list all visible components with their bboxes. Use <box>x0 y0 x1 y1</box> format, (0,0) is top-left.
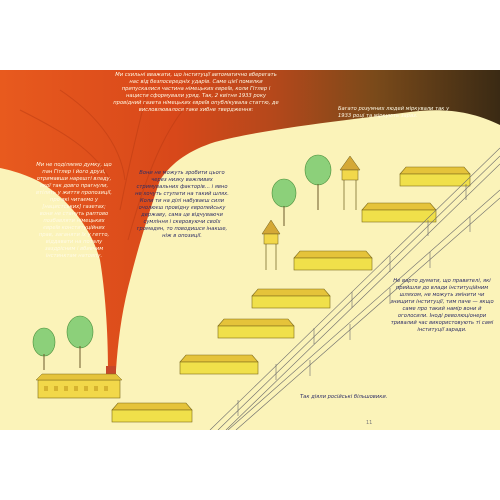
right-middle-paragraph: Не варто думати, що правителі, які прийш… <box>390 278 494 333</box>
right-bottom-caption: Так діяли російські більшовики. <box>300 394 388 400</box>
top-paragraph: Ми схильні вважати, що інституції автома… <box>113 72 279 113</box>
smoke-column-middle: Вони не можуть зробити цього через низку… <box>135 170 229 239</box>
smoke-column-left: Ми не поділяємо думку, що пан Гітлер і й… <box>36 162 112 259</box>
fence <box>209 147 500 430</box>
barracks <box>111 166 471 423</box>
page-number-right: 11 <box>366 420 373 426</box>
book-spread: Ми схильні вважати, що інституції автома… <box>0 70 500 430</box>
smoke-plume <box>0 70 500 370</box>
tree <box>32 327 56 370</box>
guard-tower <box>339 155 361 210</box>
guard-tower <box>261 219 281 270</box>
illustration <box>0 70 500 430</box>
right-top-caption: Багато розумних людей міркували так у 19… <box>338 106 450 119</box>
tree <box>304 154 332 210</box>
tree <box>66 315 94 368</box>
tree <box>271 178 297 226</box>
